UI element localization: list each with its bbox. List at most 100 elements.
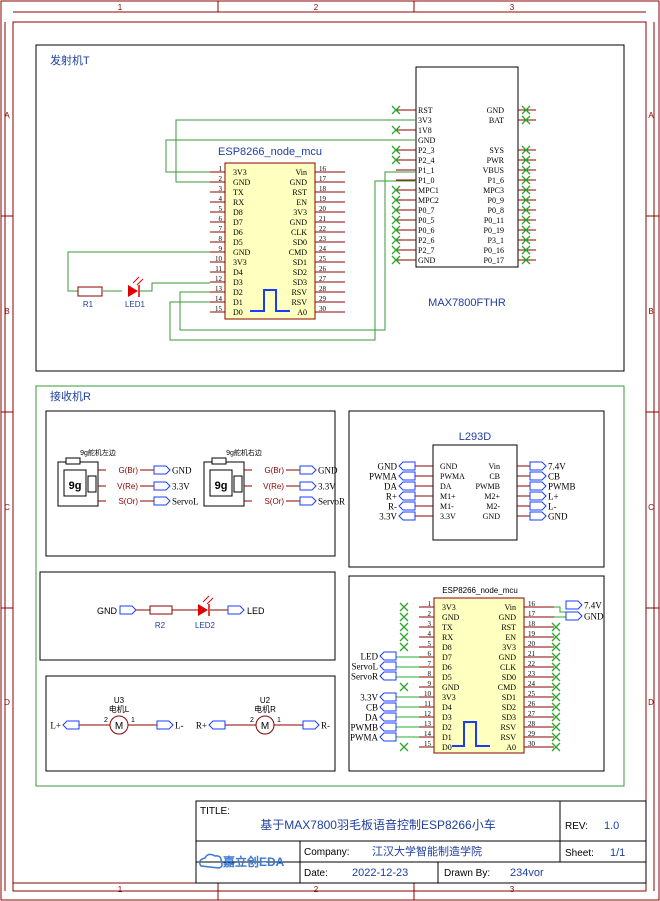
transmitter-block <box>35 44 625 372</box>
servo-title: 9g舵机右边 <box>226 448 262 457</box>
servo-title: 9g舵机左边 <box>80 448 116 457</box>
no-connect-icon <box>551 652 561 662</box>
net-flag-icon <box>379 732 397 742</box>
esp-pin-number: 1 <box>428 600 432 608</box>
esp-pin-label: CLK <box>500 663 516 672</box>
tx-esp-body <box>224 162 316 320</box>
max-left-pin-label: P2_3 <box>418 146 434 155</box>
esp-pin-number: 6 <box>219 215 223 223</box>
esp-pin-label: D3 <box>442 713 452 722</box>
rx-esp-panel <box>348 575 605 772</box>
rx-esp-net-label: ServoR <box>351 672 378 682</box>
esp-pin-label: D7 <box>233 218 243 227</box>
esp-pin-label: A0 <box>297 308 307 317</box>
l293d-right-net: L- <box>548 502 557 512</box>
esp-pin-number: 8 <box>219 235 223 243</box>
esp-pin-number: 13 <box>424 720 432 728</box>
net-flag-icon <box>208 720 226 730</box>
max-right-pin-label: BAT <box>489 116 504 125</box>
esp-pin-number: 30 <box>528 740 536 748</box>
no-connect-icon <box>521 115 531 125</box>
max-left-pin-label: 3V3 <box>418 116 432 125</box>
servo-pin-label: V(Re) <box>263 482 284 491</box>
l293d-left-net: 3.3V <box>379 512 397 522</box>
esp-pin-number: 29 <box>528 730 536 738</box>
esp-pin-number: 17 <box>319 175 327 183</box>
net-flag-icon <box>379 712 397 722</box>
net-flag-icon <box>299 481 317 491</box>
rev-label: REV: <box>565 821 588 832</box>
rx-esp-net-label: PWMA <box>350 733 379 743</box>
esp-pin-label: RST <box>292 188 307 197</box>
esp-pin-number: 15 <box>215 305 223 313</box>
esp-pin-number: 18 <box>319 185 327 193</box>
l293d-left-net: PWMA <box>369 472 398 482</box>
no-connect-icon <box>551 682 561 692</box>
no-connect-icon <box>521 185 531 195</box>
rx-esp-net-label: DA <box>365 713 378 723</box>
max-left-pin-label: GND <box>418 256 436 265</box>
motor-pin-number: 2 <box>250 717 254 724</box>
rx-esp-net-label: ServoL <box>352 662 379 672</box>
motor-pin-number: 2 <box>104 717 108 724</box>
max-right-pin-label: P3_1 <box>488 236 504 245</box>
no-connect-icon <box>551 632 561 642</box>
max-right-pin-label: P0_8 <box>488 206 504 215</box>
r1-label: R1 <box>83 300 94 309</box>
net-flag-icon <box>153 465 171 475</box>
l293d-right-pin-label: PWMB <box>476 482 500 491</box>
title-block: TITLE: 基于MAX7800羽毛板语音控制ESP8266小车 REV: 1.… <box>195 800 647 884</box>
esp-pin-number: 4 <box>428 630 432 638</box>
receiver-block <box>35 385 625 787</box>
esp-pin-number: 7 <box>428 660 432 668</box>
no-connect-icon <box>521 205 531 215</box>
esp-pin-label: TX <box>233 188 244 197</box>
led2-circuit: GND R2 LED2 LED <box>97 595 265 630</box>
l293d-right-pin-label: M2- <box>486 502 500 511</box>
frame-row-label: B <box>648 307 653 316</box>
led1-label: LED1 <box>125 300 146 309</box>
l293d-right-net: L+ <box>548 492 559 502</box>
esp-pin-label: GND <box>499 613 517 622</box>
date-label: Date: <box>304 868 328 879</box>
l293d-right-net: GND <box>548 512 568 522</box>
max-right-pin-label: SYS <box>489 146 504 155</box>
esp-pin-number: 16 <box>319 165 327 173</box>
esp-pin-number: 3 <box>219 185 223 193</box>
esp-pin-number: 22 <box>528 660 536 668</box>
max-right-pin-label: P0_11 <box>484 216 504 225</box>
max-right-pin-label: P0_16 <box>484 246 504 255</box>
no-connect-icon <box>399 612 409 622</box>
esp-pin-label: D1 <box>442 733 452 742</box>
tx-wires <box>67 119 416 341</box>
no-connect-icon <box>551 692 561 702</box>
esp-pin-label: D6 <box>442 663 452 672</box>
esp-pin-label: D2 <box>233 288 243 297</box>
no-connect-icon <box>551 622 561 632</box>
esp-pin-label: SD2 <box>293 268 307 277</box>
no-connect-icon <box>391 255 401 265</box>
led2-net: LED <box>247 606 265 616</box>
led2-label: LED2 <box>195 621 216 630</box>
net-flag-icon <box>153 481 171 491</box>
no-connect-icon <box>551 662 561 672</box>
motors-panel <box>45 675 336 772</box>
motor-net-right: R- <box>321 721 330 731</box>
no-connect-icon <box>551 722 561 732</box>
esp-pin-label: D0 <box>233 308 243 317</box>
esp-pin-number: 24 <box>528 680 536 688</box>
net-flag-icon <box>153 496 171 506</box>
l293d-right-pin-label: GND <box>483 512 501 521</box>
no-connect-icon <box>391 185 401 195</box>
no-connect-icon <box>551 702 561 712</box>
esp-pin-label: Vin <box>504 603 516 612</box>
net-flag-icon <box>398 461 416 471</box>
esp-pin-number: 4 <box>219 195 223 203</box>
max-right-pin-label: P0_19 <box>484 226 504 235</box>
led1-icon <box>128 276 144 297</box>
esp-pin-label: Vin <box>295 168 307 177</box>
no-connect-icon <box>399 622 409 632</box>
rx-esp-net-label: PWMB <box>350 723 378 733</box>
date-value: 2022-12-23 <box>352 867 408 879</box>
